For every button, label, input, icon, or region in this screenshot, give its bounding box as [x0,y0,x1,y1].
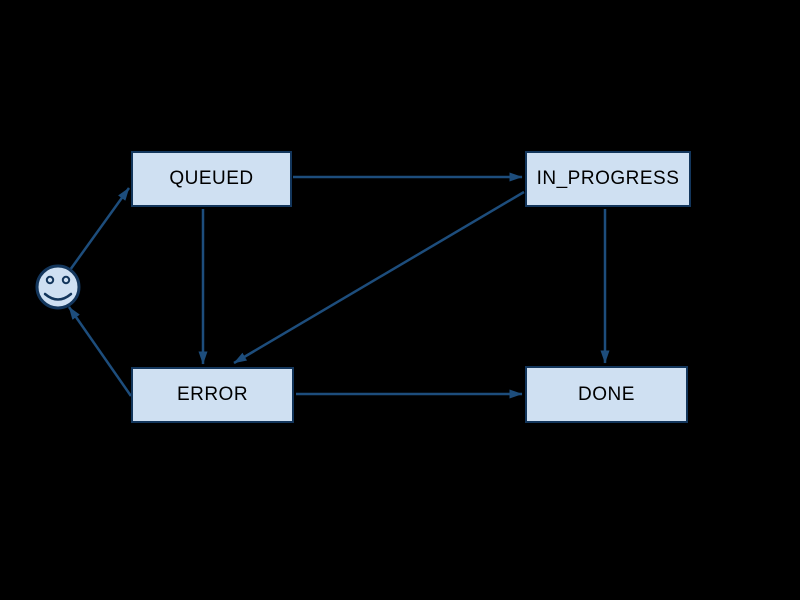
edge-in-progress-to-error [233,190,525,365]
state-label-queued: QUEUED [169,168,254,189]
edge-start-to-queued [68,187,131,271]
state-label-in-progress: IN_PROGRESS [536,168,680,189]
state-node-in-progress: IN_PROGRESS [525,151,691,207]
edge-error-to-start [67,306,133,397]
state-node-error: ERROR [131,367,294,423]
smiley-mouth [43,292,73,301]
state-label-error: ERROR [176,384,249,405]
state-node-done: DONE [525,366,688,423]
state-label-done: DONE [578,383,635,405]
state-node-queued: QUEUED [131,151,292,207]
smiley-right-eye [61,275,71,285]
smiley-left-eye [45,275,55,285]
smiley-face-icon [35,264,81,310]
